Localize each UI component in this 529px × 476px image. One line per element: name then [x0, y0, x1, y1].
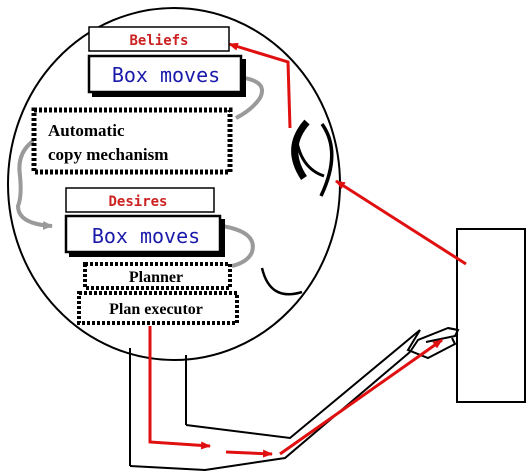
beliefs-title-box: [88, 26, 230, 52]
flow-beliefs-to-copy: [235, 76, 264, 120]
beliefs-title: Beliefs: [129, 33, 188, 49]
desires-title: Desires: [108, 194, 167, 210]
arrow-executor-to-hand: [148, 326, 211, 450]
arrow-arm-flow: [225, 449, 273, 458]
copy-mechanism-line1: Automatic: [48, 121, 125, 140]
planner-label: Planner: [129, 269, 183, 286]
agent-body: [129, 329, 421, 472]
plan-executor-inner: [81, 295, 235, 321]
eye-icon: [291, 119, 334, 197]
copy-mechanism-line2: copy mechanism: [48, 145, 168, 164]
plan-executor-label: Plan executor: [109, 301, 203, 318]
arrow-eye-to-beliefs: [228, 42, 292, 129]
arrow-box-to-eye: [335, 179, 467, 266]
arrow-hand-to-box: [279, 338, 443, 456]
flow-copy-to-desires: [15, 136, 53, 230]
flow-desires-to-planner: [221, 224, 255, 268]
mouth: [260, 267, 303, 296]
copy-mechanism-inner: [36, 112, 228, 170]
external-box: [456, 228, 526, 403]
desires-title-box: [65, 187, 215, 213]
planner-inner: [87, 266, 228, 286]
beliefs-content-box: [87, 54, 243, 94]
desires-content: Box moves: [92, 224, 200, 248]
desires-content-box: [64, 214, 222, 254]
beliefs-content: Box moves: [112, 63, 220, 87]
